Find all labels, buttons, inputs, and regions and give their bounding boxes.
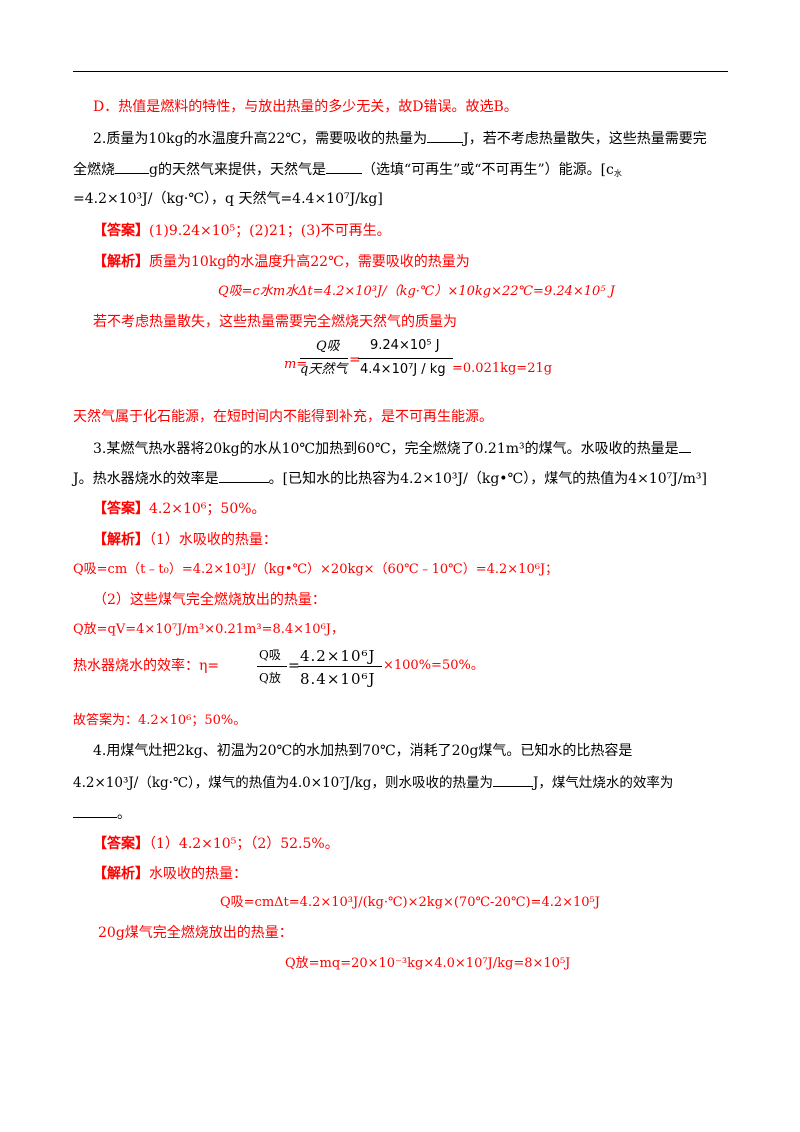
frac1-denominator: q天然气 [300,362,348,377]
q4-formula1: Q吸=cmΔt=4.2×10³J/(kg·℃)×2kg×(70℃-20℃)=4.… [220,895,600,910]
eff-frac2-numerator: 4.2×10⁶J [300,647,376,665]
q2-line1: 2.质量为10kg的水温度升高22℃，需要吸收的热量为 J，若不考虑热量散失，这些… [93,128,707,149]
eff-frac2-denominator: 8.4×10⁶J [300,670,376,688]
eff-frac1-denominator: Q放 [259,671,281,685]
blank-field [492,772,533,787]
q2-text: （选填“可再生”或“不可再生”）能源。[c [361,162,614,178]
equals-sign: = [349,352,361,368]
answer-tag: 【答案】 [93,501,149,517]
q2-text: 全燃烧 [73,162,115,178]
q2-analysis: 【解析】质量为10kg的水温度升高22℃，需要吸收的热量为 [93,252,470,272]
answer-text: 4.2×10⁶；50%。 [149,501,266,517]
q3-text: 3.某燃气热水器将20kg的水从10℃加热到60℃，完全燃烧了0.21m³的煤气… [93,441,679,457]
q4-text: 4.2×10³J/（kg·℃），煤气的热值为4.0×10⁷J/kg，则水吸收的热… [73,775,493,791]
blank-field [73,803,117,818]
analysis-text: 质量为10kg的水温度升高22℃，需要吸收的热量为 [149,254,470,270]
q3-calc1: Q吸=cm（t﹣t₀）=4.2×10³J/（kg•℃）×20kg×（60℃﹣10… [73,562,559,577]
q3-text: J。热水器烧水的效率是 [73,471,219,487]
m-label: m= [284,357,308,372]
q4-analysis2: 20g煤气完全燃烧放出的热量： [98,925,293,941]
eff-equals: = [288,658,300,674]
q3-text: 。[已知水的比热容为4.2×10³J/（kg•℃），煤气的热值为4×10⁷J/m… [268,471,707,487]
q2-analysis3: 天然气属于化石能源，在短时间内不能得到补充，是不可再生能源。 [73,409,493,425]
q4-formula2: Q放=mq=20×10⁻³kg×4.0×10⁷J/kg=8×10⁵J [285,956,571,971]
blank-field [325,159,362,174]
eff-frac1-numerator: Q吸 [259,648,281,662]
q3-calc2: Q放=qV=4×10⁷J/m³×0.21m³=8.4×10⁶J， [73,622,345,637]
q2-text: g的天然气来提供，天然气是 [149,162,326,178]
q3-calc2-label: （2）这些煤气完全燃烧放出的热量： [93,592,326,608]
q2-text: J，若不考虑热量散失，这些热量需要完 [463,131,707,147]
analysis-text: 水吸收的热量： [149,866,247,882]
m-result: =0.021kg=21g [452,361,553,376]
q3-line2: J。热水器烧水的效率是 。[已知水的比热容为4.2×10³J/（kg•℃），煤气的… [73,468,707,489]
answer-tag: 【答案】 [93,223,149,239]
q3-analysis: 【解析】（1）水吸收的热量： [93,530,277,550]
q2-answer: 【答案】(1)9.24×10⁵；(2)21；(3)不可再生。 [93,221,391,241]
eff-frac2-bar [298,666,382,667]
frac2-bar [358,358,453,359]
blank-field [218,468,269,483]
analysis-text: （1）水吸收的热量： [149,532,277,548]
q4-answer: 【答案】（1）4.2×10⁵；（2）52.5%。 [93,834,339,854]
frac1-numerator: Q吸 [316,339,340,354]
q4-line2: 4.2×10³J/（kg·℃），煤气的热值为4.0×10⁷J/kg，则水吸收的热… [73,772,673,793]
q2-formula1: Q吸=c水m水Δt=4.2×10³J/（kg·℃）×10kg×22℃=9.24×… [218,284,615,299]
answer-text: (1)9.24×10⁵；(2)21；(3)不可再生。 [149,223,391,239]
q4-line1: 4.用煤气灶把2kg、初温为20℃的水加热到70℃，消耗了20g煤气。已知水的比… [93,743,633,759]
frac2-numerator: 9.24×10⁵ J [370,338,440,353]
q4-text: J，煤气灶烧水的效率为 [532,775,674,791]
q2-text: 2.质量为10kg的水温度升高22℃，需要吸收的热量为 [93,131,428,147]
subscript: 水 [613,169,622,178]
frac1-bar [300,358,348,359]
answer-text: （1）4.2×10⁵；（2）52.5%。 [149,836,339,852]
blank-field [427,128,464,143]
analysis-tag: 【解析】 [93,532,149,548]
eff-frac1-bar [257,666,287,667]
blank-field [115,159,149,174]
q3-eff-label: 热水器烧水的效率：η= [73,658,220,674]
frac2-denominator: 4.4×10⁷J / kg [360,362,446,377]
header-rule [73,71,728,72]
answer-tag: 【答案】 [93,836,149,852]
analysis-tag: 【解析】 [93,254,149,270]
q2-analysis2: 若不考虑热量散失，这些热量需要完全燃烧天然气的质量为 [93,314,457,330]
q4-text: 。 [117,806,131,822]
q3-line1: 3.某燃气热水器将20kg的水从10℃加热到60℃，完全燃烧了0.21m³的煤气… [93,438,691,459]
q3-final: 故答案为：4.2×10⁶；50%。 [73,713,247,728]
q2-line3: =4.2×10³J/（kg·℃），q 天然气=4.4×10⁷J/kg] [73,191,383,207]
q4-line3: 。 [73,803,131,824]
blank-field [678,438,691,453]
analysis-tag: 【解析】 [93,866,149,882]
eff-tail: ×100%=50%。 [383,658,484,673]
q2-line2: 全燃烧 g的天然气来提供，天然气是 （选填“可再生”或“不可再生”）能源。[c水 [73,159,622,184]
prev-conclusion: D．热值是燃料的特性，与放出热量的多少无关，故D错误。故选B。 [93,99,518,115]
q4-analysis: 【解析】水吸收的热量： [93,864,247,884]
q3-answer: 【答案】4.2×10⁶；50%。 [93,499,266,519]
